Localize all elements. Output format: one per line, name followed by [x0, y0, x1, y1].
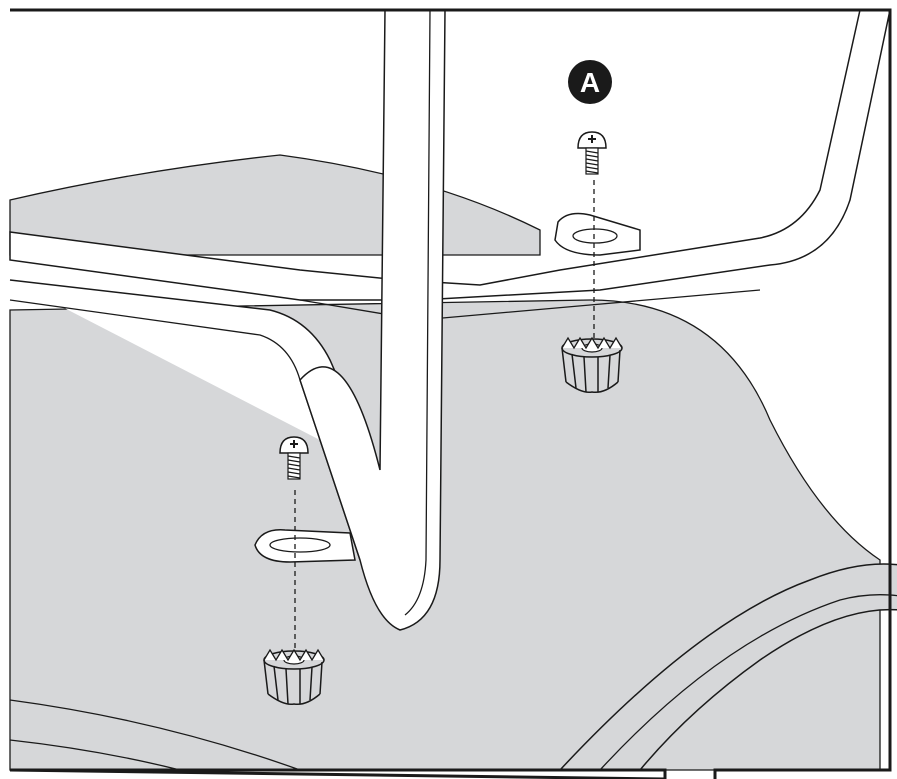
- lower-curved-rail: [9, 563, 897, 771]
- horizontal-frame-rail: [9, 9, 891, 561]
- callout-label: A: [580, 67, 600, 98]
- screw-icon: [577, 131, 607, 175]
- vertical-frame-leg: [299, 9, 446, 631]
- lower-left-bracket: [254, 529, 356, 563]
- figure-border: [9, 8, 892, 779]
- upper-right-bracket: [554, 212, 641, 256]
- callout-badge: A: [568, 60, 612, 104]
